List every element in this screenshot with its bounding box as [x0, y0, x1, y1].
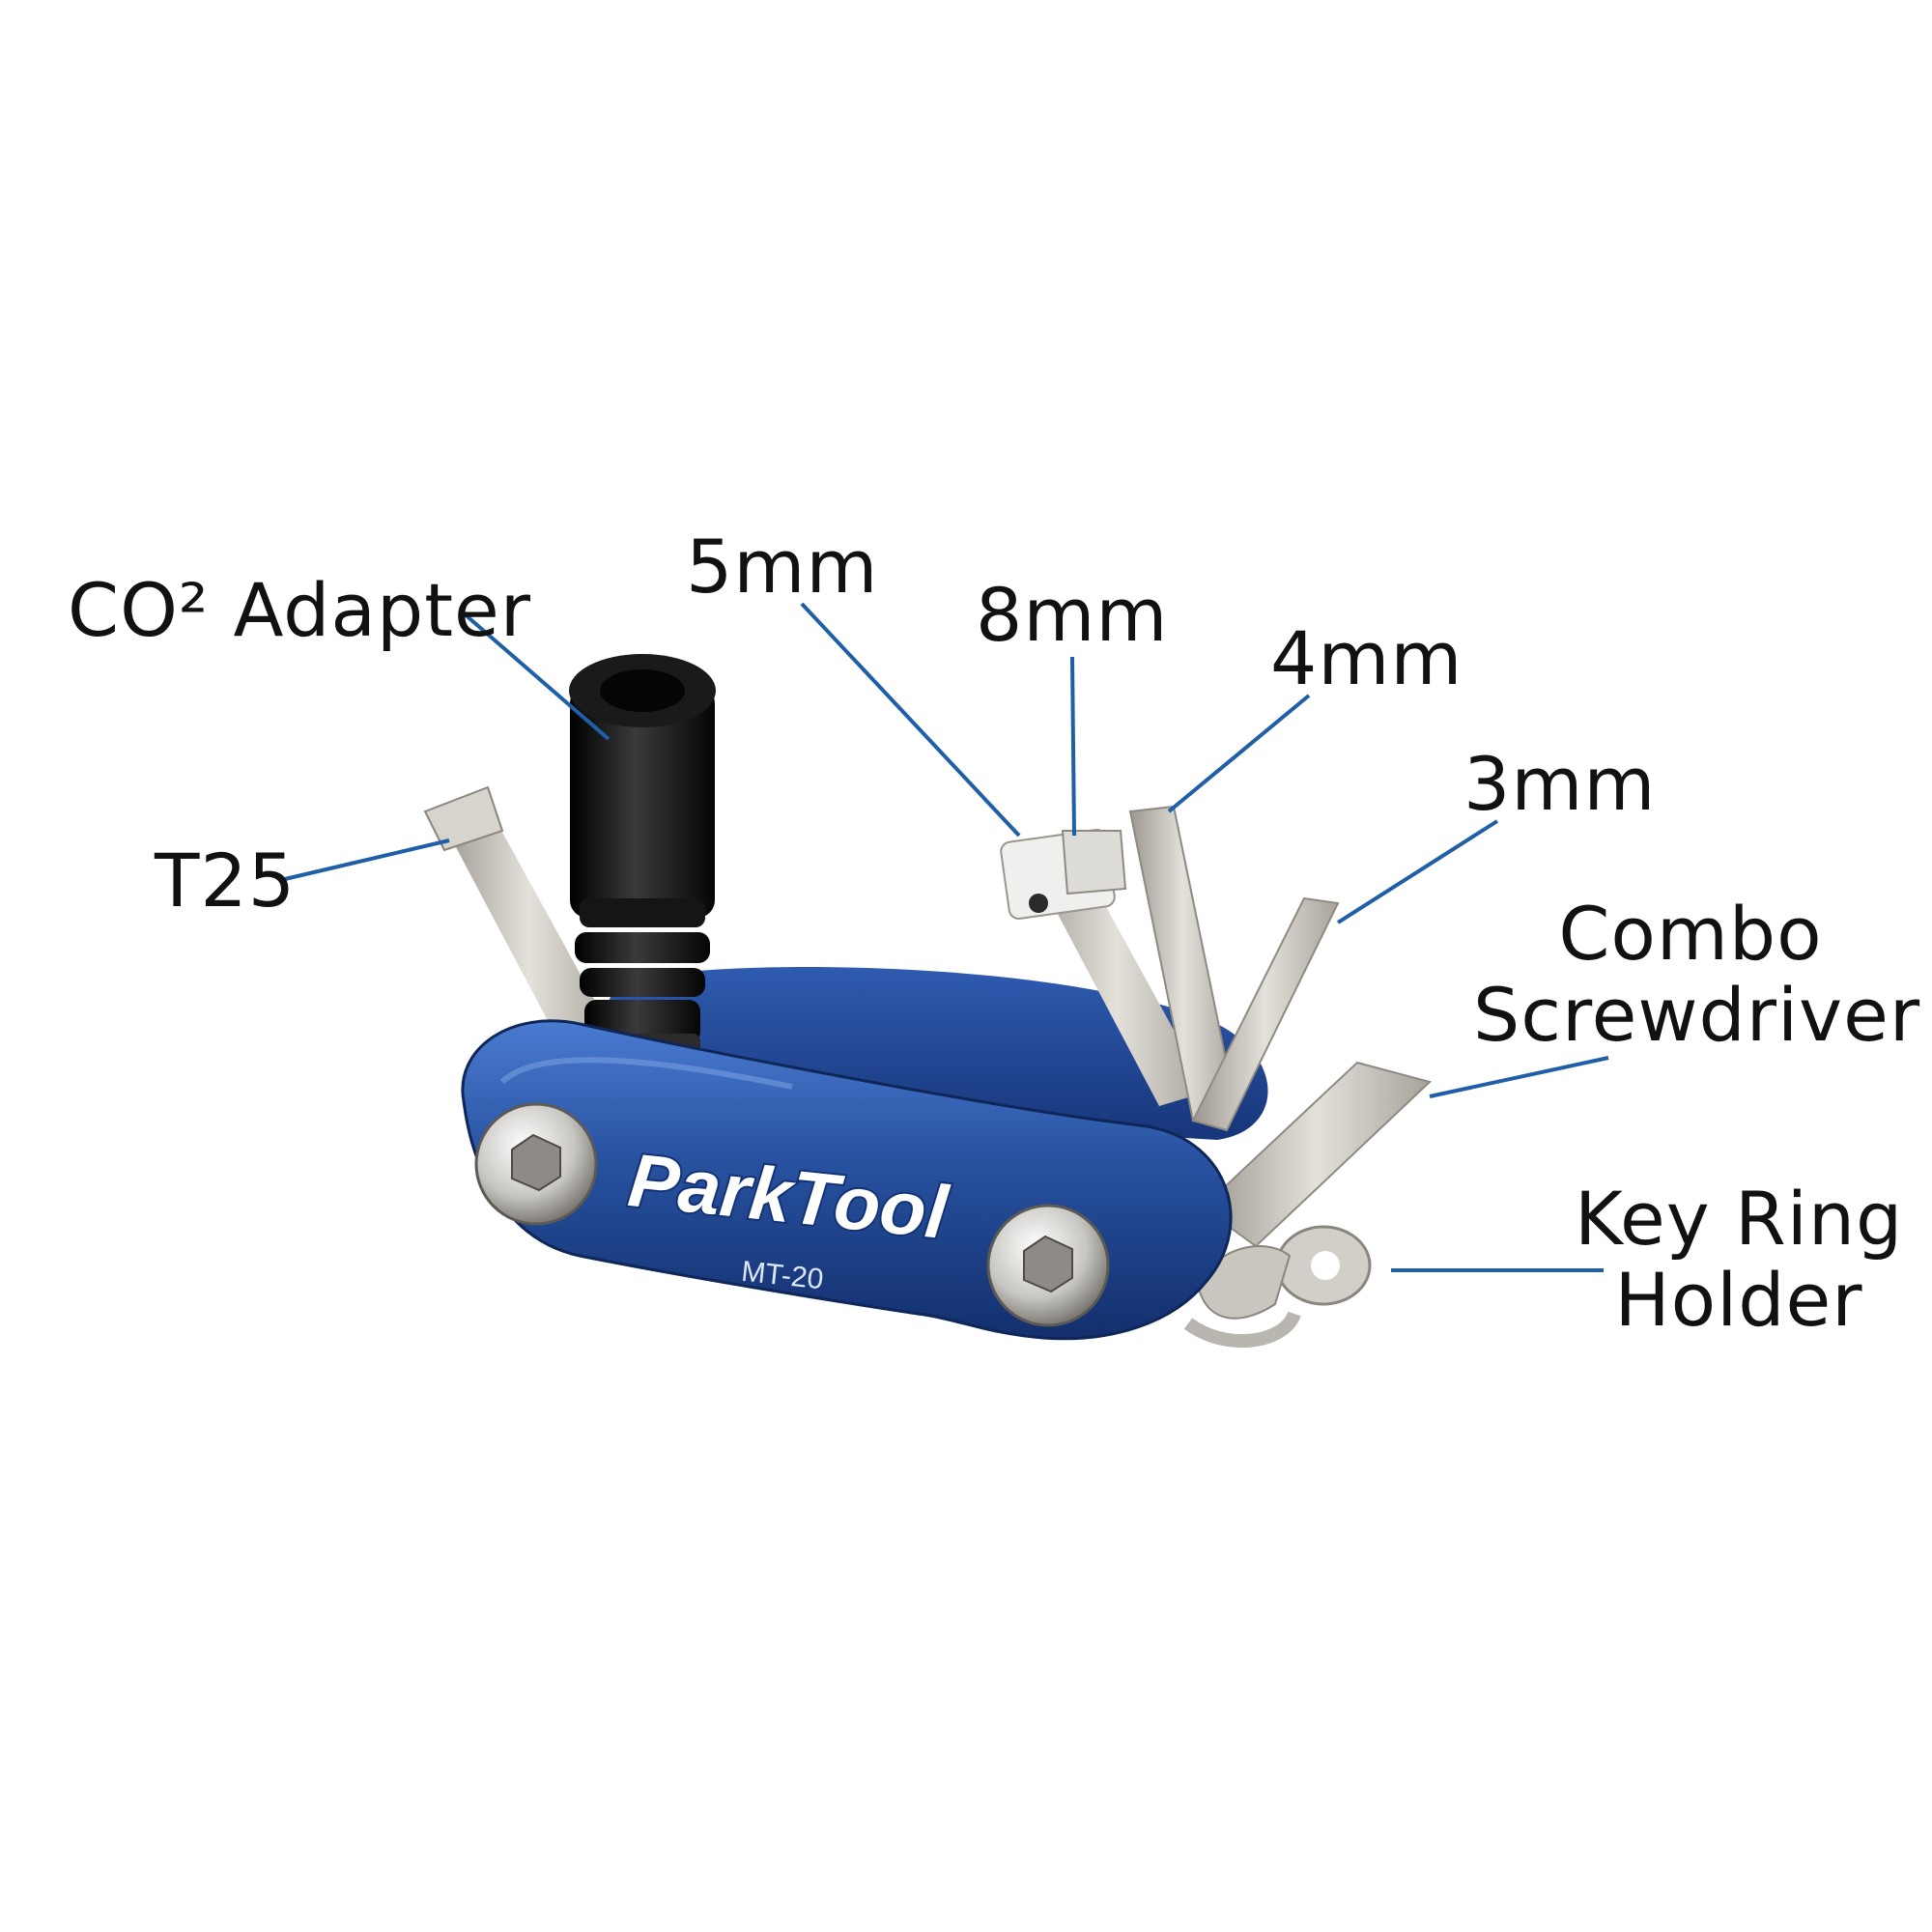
label-t25: T25: [155, 840, 296, 922]
label-3mm: 3mm: [1463, 744, 1656, 825]
label-keyring-line1: Key Ring: [1575, 1176, 1904, 1262]
front-side-plate: ParkTool MT-20: [461, 1019, 1233, 1341]
leader-3mm: [1336, 819, 1499, 924]
label-co2-adapter: CO² Adapter: [68, 570, 531, 651]
label-t25-text: T25: [155, 838, 297, 923]
bolt-right: [986, 1204, 1110, 1327]
label-co2-adapter-text: CO² Adapter: [68, 567, 532, 653]
leader-lines: [284, 602, 1609, 1272]
label-5mm-text: 5mm: [686, 524, 879, 610]
label-3mm-text: 3mm: [1463, 741, 1657, 827]
leader-8mm: [1070, 656, 1076, 837]
leader-co2: [462, 611, 611, 741]
co2-adapter: [569, 654, 716, 1063]
label-combo-line2: Screwdriver: [1473, 972, 1921, 1058]
leader-t25: [284, 838, 450, 881]
label-4mm-text: 4mm: [1270, 615, 1463, 701]
t25-bit: [423, 785, 618, 1063]
hex-key-3mm: [1191, 896, 1340, 1132]
label-key-ring-holder: Key Ring Holder: [1575, 1179, 1903, 1341]
label-combo-line1: Combo: [1558, 891, 1823, 977]
label-combo-screwdriver: Combo Screwdriver: [1473, 891, 1921, 1058]
label-8mm-text: 8mm: [976, 572, 1169, 658]
label-8mm: 8mm: [976, 575, 1168, 656]
bolt-left: [474, 1102, 598, 1226]
leader-5mm: [800, 602, 1021, 838]
leader-4mm: [1167, 694, 1311, 813]
label-keyring-line2: Holder: [1614, 1257, 1863, 1343]
hex-key-8mm: [1061, 830, 1127, 895]
leader-combo: [1429, 1056, 1609, 1098]
label-5mm: 5mm: [686, 526, 878, 608]
key-ring-holder: [1183, 1225, 1372, 1349]
label-4mm: 4mm: [1270, 618, 1463, 699]
